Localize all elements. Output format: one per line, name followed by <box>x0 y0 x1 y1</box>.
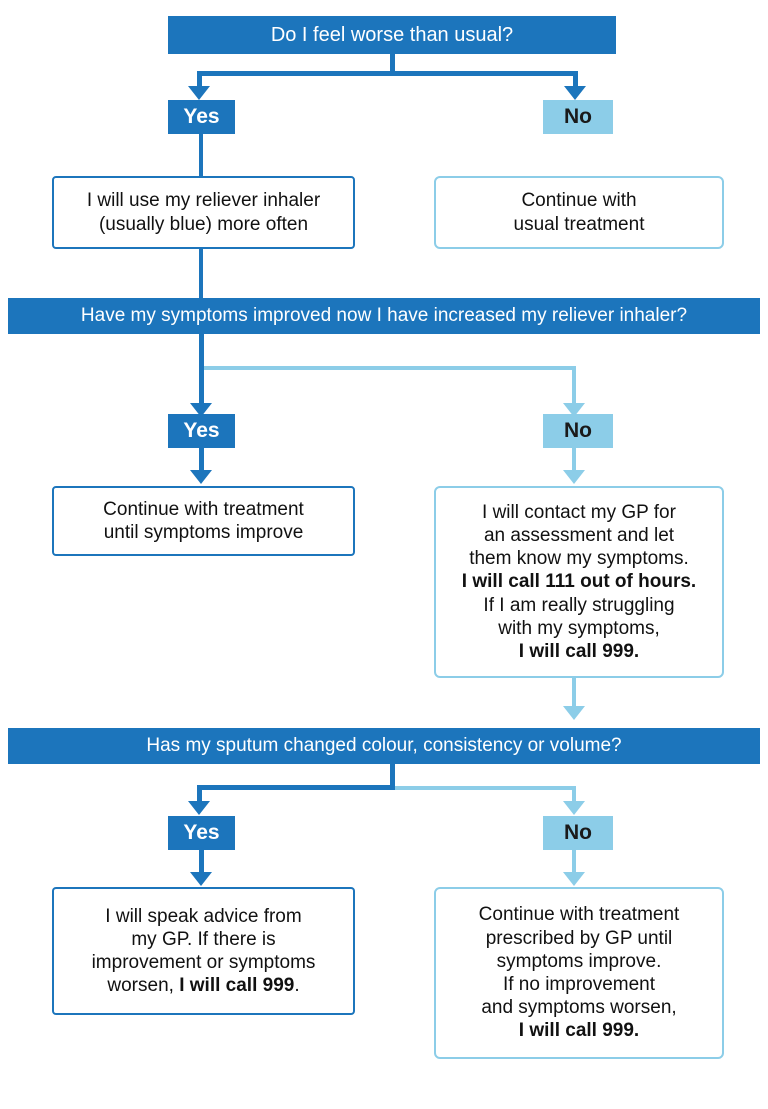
arrow-box-q2no-to-q3 <box>563 706 585 720</box>
connector-q3-no-to-box <box>572 850 576 876</box>
chip-q3-no[interactable]: No <box>543 816 613 850</box>
chip-q1-no-label: No <box>564 105 592 128</box>
connector-q2-no-to-box <box>572 448 576 474</box>
chip-q2-yes-label: Yes <box>183 419 220 442</box>
connector-q3-split-left <box>197 785 395 790</box>
outcome-q2-no-text: I will contact my GP for an assessment a… <box>461 501 697 662</box>
question-3-text: Has my sputum changed colour, consistenc… <box>146 734 622 756</box>
outcome-q1-no-text: Continue with usual treatment <box>513 190 645 235</box>
arrow-q3-no-to-box <box>563 872 585 886</box>
question-2-text: Have my symptoms improved now I have inc… <box>80 304 688 326</box>
arrow-q3-to-yes <box>188 801 210 815</box>
chip-q2-no[interactable]: No <box>543 414 613 448</box>
connector-q1-left-drop <box>197 71 202 88</box>
connector-q3-stem <box>390 764 395 788</box>
chip-q3-no-label: No <box>564 821 592 844</box>
question-3-banner[interactable]: Has my sputum changed colour, consistenc… <box>8 728 760 764</box>
chip-q3-yes-label: Yes <box>183 821 220 844</box>
connector-q2-stem <box>199 334 204 368</box>
question-2-banner[interactable]: Have my symptoms improved now I have inc… <box>8 298 760 334</box>
arrow-q2-no-to-box <box>563 470 585 484</box>
connector-q1-right-drop <box>573 71 578 88</box>
connector-box-q2no-to-q3 <box>572 678 576 710</box>
outcome-q3-no[interactable]: Continue with treatment prescribed by GP… <box>434 887 724 1059</box>
arrow-q1-to-no <box>564 86 586 100</box>
connector-box1-to-q2 <box>199 249 203 299</box>
outcome-q2-yes-text: Continue with treatment until symptoms i… <box>103 498 304 543</box>
connector-q2-yes-to-box <box>199 448 204 474</box>
arrow-q2-yes-to-box <box>190 470 212 484</box>
arrow-q2-to-no <box>563 403 585 417</box>
connector-q2-left-drop <box>199 366 204 405</box>
chip-q2-no-label: No <box>564 419 592 442</box>
connector-q1-yes-to-box <box>199 134 203 177</box>
outcome-q2-no[interactable]: I will contact my GP for an assessment a… <box>434 486 724 678</box>
arrow-q2-to-yes <box>190 403 212 417</box>
outcome-q3-no-text: Continue with treatment prescribed by GP… <box>478 904 680 1042</box>
connector-q1-split <box>197 71 578 76</box>
chip-q2-yes[interactable]: Yes <box>168 414 235 448</box>
connector-q3-yes-to-box <box>199 850 204 876</box>
arrow-q1-to-yes <box>188 86 210 100</box>
chip-q1-yes[interactable]: Yes <box>168 100 235 134</box>
chip-q1-no[interactable]: No <box>543 100 613 134</box>
question-1-banner[interactable]: Do I feel worse than usual? <box>168 16 616 54</box>
connector-q1-stem <box>390 54 395 74</box>
connector-q2-right-drop <box>572 366 576 405</box>
question-1-text: Do I feel worse than usual? <box>270 24 514 46</box>
chip-q1-yes-label: Yes <box>183 105 220 128</box>
outcome-q3-yes[interactable]: I will speak advice from my GP. If there… <box>52 887 355 1015</box>
chip-q3-yes[interactable]: Yes <box>168 816 235 850</box>
arrow-q3-to-no <box>563 801 585 815</box>
connector-q3-split-right <box>395 786 576 790</box>
connector-q3-left-drop <box>197 785 202 803</box>
outcome-q1-no[interactable]: Continue with usual treatment <box>434 176 724 249</box>
connector-q2-split-right <box>204 366 576 370</box>
connector-q3-right-drop <box>572 786 576 804</box>
outcome-q1-yes[interactable]: I will use my reliever inhaler (usually … <box>52 176 355 249</box>
outcome-q3-yes-text: I will speak advice from my GP. If there… <box>91 905 316 997</box>
outcome-q1-yes-text: I will use my reliever inhaler (usually … <box>86 190 321 235</box>
arrow-q3-yes-to-box <box>190 872 212 886</box>
outcome-q2-yes[interactable]: Continue with treatment until symptoms i… <box>52 486 355 556</box>
